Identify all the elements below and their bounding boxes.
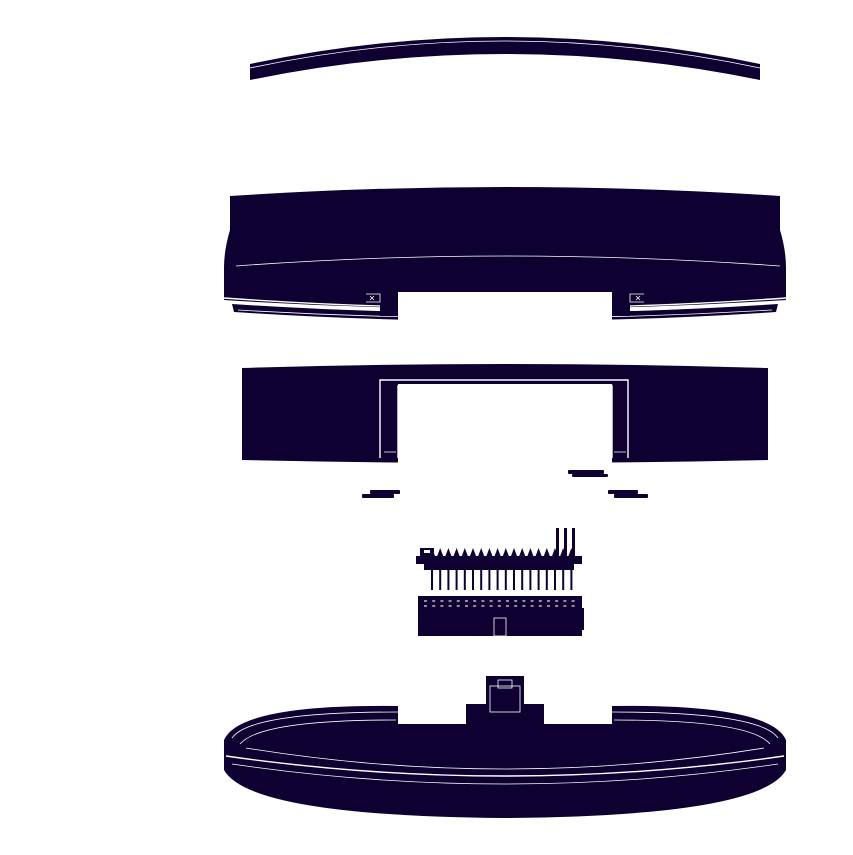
socket-hole [448, 600, 452, 602]
middle-housing-ring [242, 364, 768, 468]
socket-hole [424, 600, 427, 602]
header-pin-tip [486, 548, 493, 556]
header-pin-leg [513, 570, 515, 590]
header-pin-leg [463, 570, 466, 590]
header-pin-leg [480, 570, 483, 590]
header-pin-leg [570, 570, 573, 590]
socket-hole [473, 600, 477, 602]
socket-hole [465, 600, 468, 602]
header-pin-leg [455, 570, 458, 590]
socket-hole [489, 605, 493, 607]
socket-hole [448, 605, 452, 607]
small-spacer-pads [362, 470, 648, 498]
header-pin-leg [472, 570, 474, 590]
header-pin-tip [568, 548, 575, 556]
socket-hole [563, 605, 567, 607]
socket-hole [432, 600, 436, 602]
header-pin-tip [461, 548, 468, 556]
header-pin-leg [562, 570, 565, 590]
socket-hole [514, 600, 518, 602]
socket-hole [440, 605, 444, 607]
header-pin-tip [519, 548, 526, 556]
header-pin-tip [535, 548, 542, 556]
header-pin-tip [502, 548, 509, 556]
header-pin-tip [560, 548, 567, 556]
header-pin-leg [537, 570, 540, 590]
circuit-board-with-pin-header [416, 528, 582, 590]
header-pin-tip [437, 548, 444, 556]
socket-hole [571, 600, 575, 602]
socket-hole [555, 600, 559, 602]
header-pin-tip [470, 548, 476, 556]
upper-housing-ring [223, 187, 787, 322]
socket-hole [497, 600, 501, 602]
header-pin-leg [521, 570, 524, 590]
socket-hole [547, 605, 550, 607]
base-tray-with-usb-connector [224, 676, 786, 818]
header-pin-tip [543, 548, 550, 556]
socket-hole [522, 600, 526, 602]
header-pin-tip [445, 548, 452, 556]
socket-hole [465, 605, 468, 607]
header-pin-leg [439, 570, 442, 590]
socket-hole [473, 605, 477, 607]
header-pin-tip [527, 548, 534, 556]
socket-hole [506, 605, 509, 607]
header-pin-tip [478, 548, 485, 556]
socket-hole [530, 605, 534, 607]
socket-hole [547, 600, 550, 602]
header-pin-leg [431, 570, 433, 590]
socket-hole [440, 600, 444, 602]
header-pin-tip [429, 548, 435, 556]
socket-hole [538, 600, 542, 602]
header-pin-tip [453, 548, 460, 556]
socket-hole [481, 600, 485, 602]
socket-hole [555, 605, 559, 607]
socket-hole [456, 605, 460, 607]
header-pin-leg [545, 570, 548, 590]
socket-hole [424, 605, 427, 607]
header-pin-leg [496, 570, 499, 590]
header-pin-leg [504, 570, 507, 590]
socket-hole [432, 605, 436, 607]
header-pin-tip [494, 548, 501, 556]
socket-hole [571, 605, 575, 607]
header-pin-leg [488, 570, 491, 590]
socket-hole [497, 605, 501, 607]
socket-hole [489, 600, 493, 602]
header-pin-leg [554, 570, 556, 590]
header-pin-tip [511, 548, 517, 556]
header-pin-tip [552, 548, 558, 556]
socket-hole [563, 600, 567, 602]
lens-top-cap [249, 37, 761, 80]
socket-hole [530, 600, 534, 602]
socket-hole [456, 600, 460, 602]
socket-hole [481, 605, 485, 607]
socket-hole [506, 600, 509, 602]
header-pin-leg [447, 570, 450, 590]
socket-hole [522, 605, 526, 607]
header-pin-leg [529, 570, 532, 590]
socket-hole [538, 605, 542, 607]
socket-hole [514, 605, 518, 607]
pin-socket-connector [418, 596, 584, 637]
